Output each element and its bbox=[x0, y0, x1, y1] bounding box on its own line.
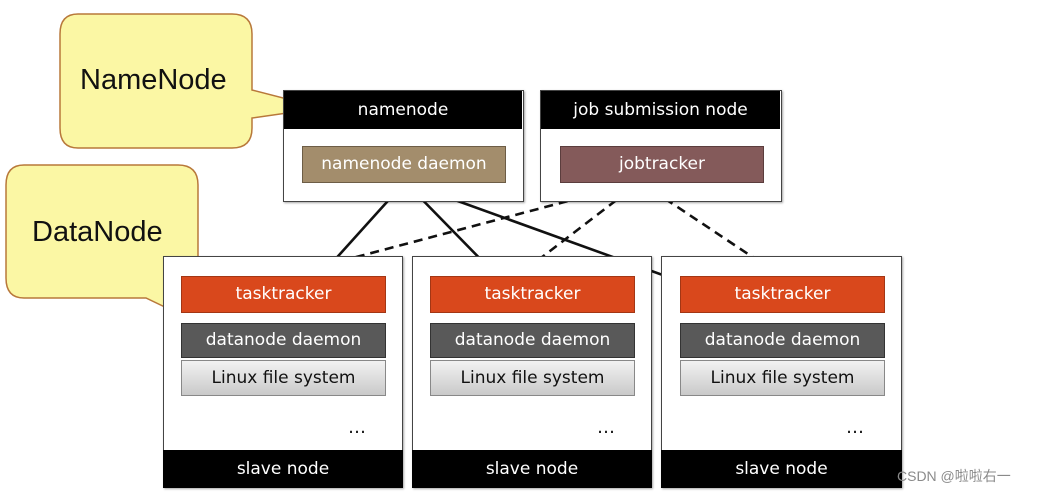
linux-file-system: Linux file system bbox=[680, 360, 885, 396]
tasktracker: tasktracker bbox=[181, 276, 386, 313]
more-disks-ellipsis: … bbox=[348, 417, 368, 438]
namenode-callout-label: NameNode bbox=[80, 64, 227, 96]
jobtracker: jobtracker bbox=[560, 146, 764, 183]
slave-node-label: slave node bbox=[163, 450, 403, 488]
namenode-node: namenode namenode daemon bbox=[283, 90, 524, 202]
tasktracker: tasktracker bbox=[430, 276, 635, 313]
namenode-header: namenode bbox=[284, 91, 522, 129]
datanode-daemon: datanode daemon bbox=[181, 323, 386, 358]
slave-node-3: tasktracker datanode daemon Linux file s… bbox=[661, 256, 902, 488]
datanode-callout-label: DataNode bbox=[32, 216, 163, 248]
slave-node-2: tasktracker datanode daemon Linux file s… bbox=[412, 256, 652, 488]
namenode-callout-bubble bbox=[59, 13, 323, 149]
job-submission-header: job submission node bbox=[541, 91, 780, 129]
more-disks-ellipsis: … bbox=[846, 417, 866, 438]
linux-file-system: Linux file system bbox=[430, 360, 635, 396]
slave-node-1: tasktracker datanode daemon Linux file s… bbox=[163, 256, 403, 488]
slave-node-label: slave node bbox=[661, 450, 902, 488]
datanode-daemon: datanode daemon bbox=[430, 323, 635, 358]
linux-file-system: Linux file system bbox=[181, 360, 386, 396]
more-disks-ellipsis: … bbox=[597, 417, 617, 438]
slave-node-label: slave node bbox=[412, 450, 652, 488]
job-submission-node: job submission node jobtracker bbox=[540, 90, 782, 202]
namenode-daemon: namenode daemon bbox=[302, 146, 506, 183]
watermark: CSDN @啦啦右一 bbox=[897, 468, 1011, 484]
datanode-daemon: datanode daemon bbox=[680, 323, 885, 358]
tasktracker: tasktracker bbox=[680, 276, 885, 313]
